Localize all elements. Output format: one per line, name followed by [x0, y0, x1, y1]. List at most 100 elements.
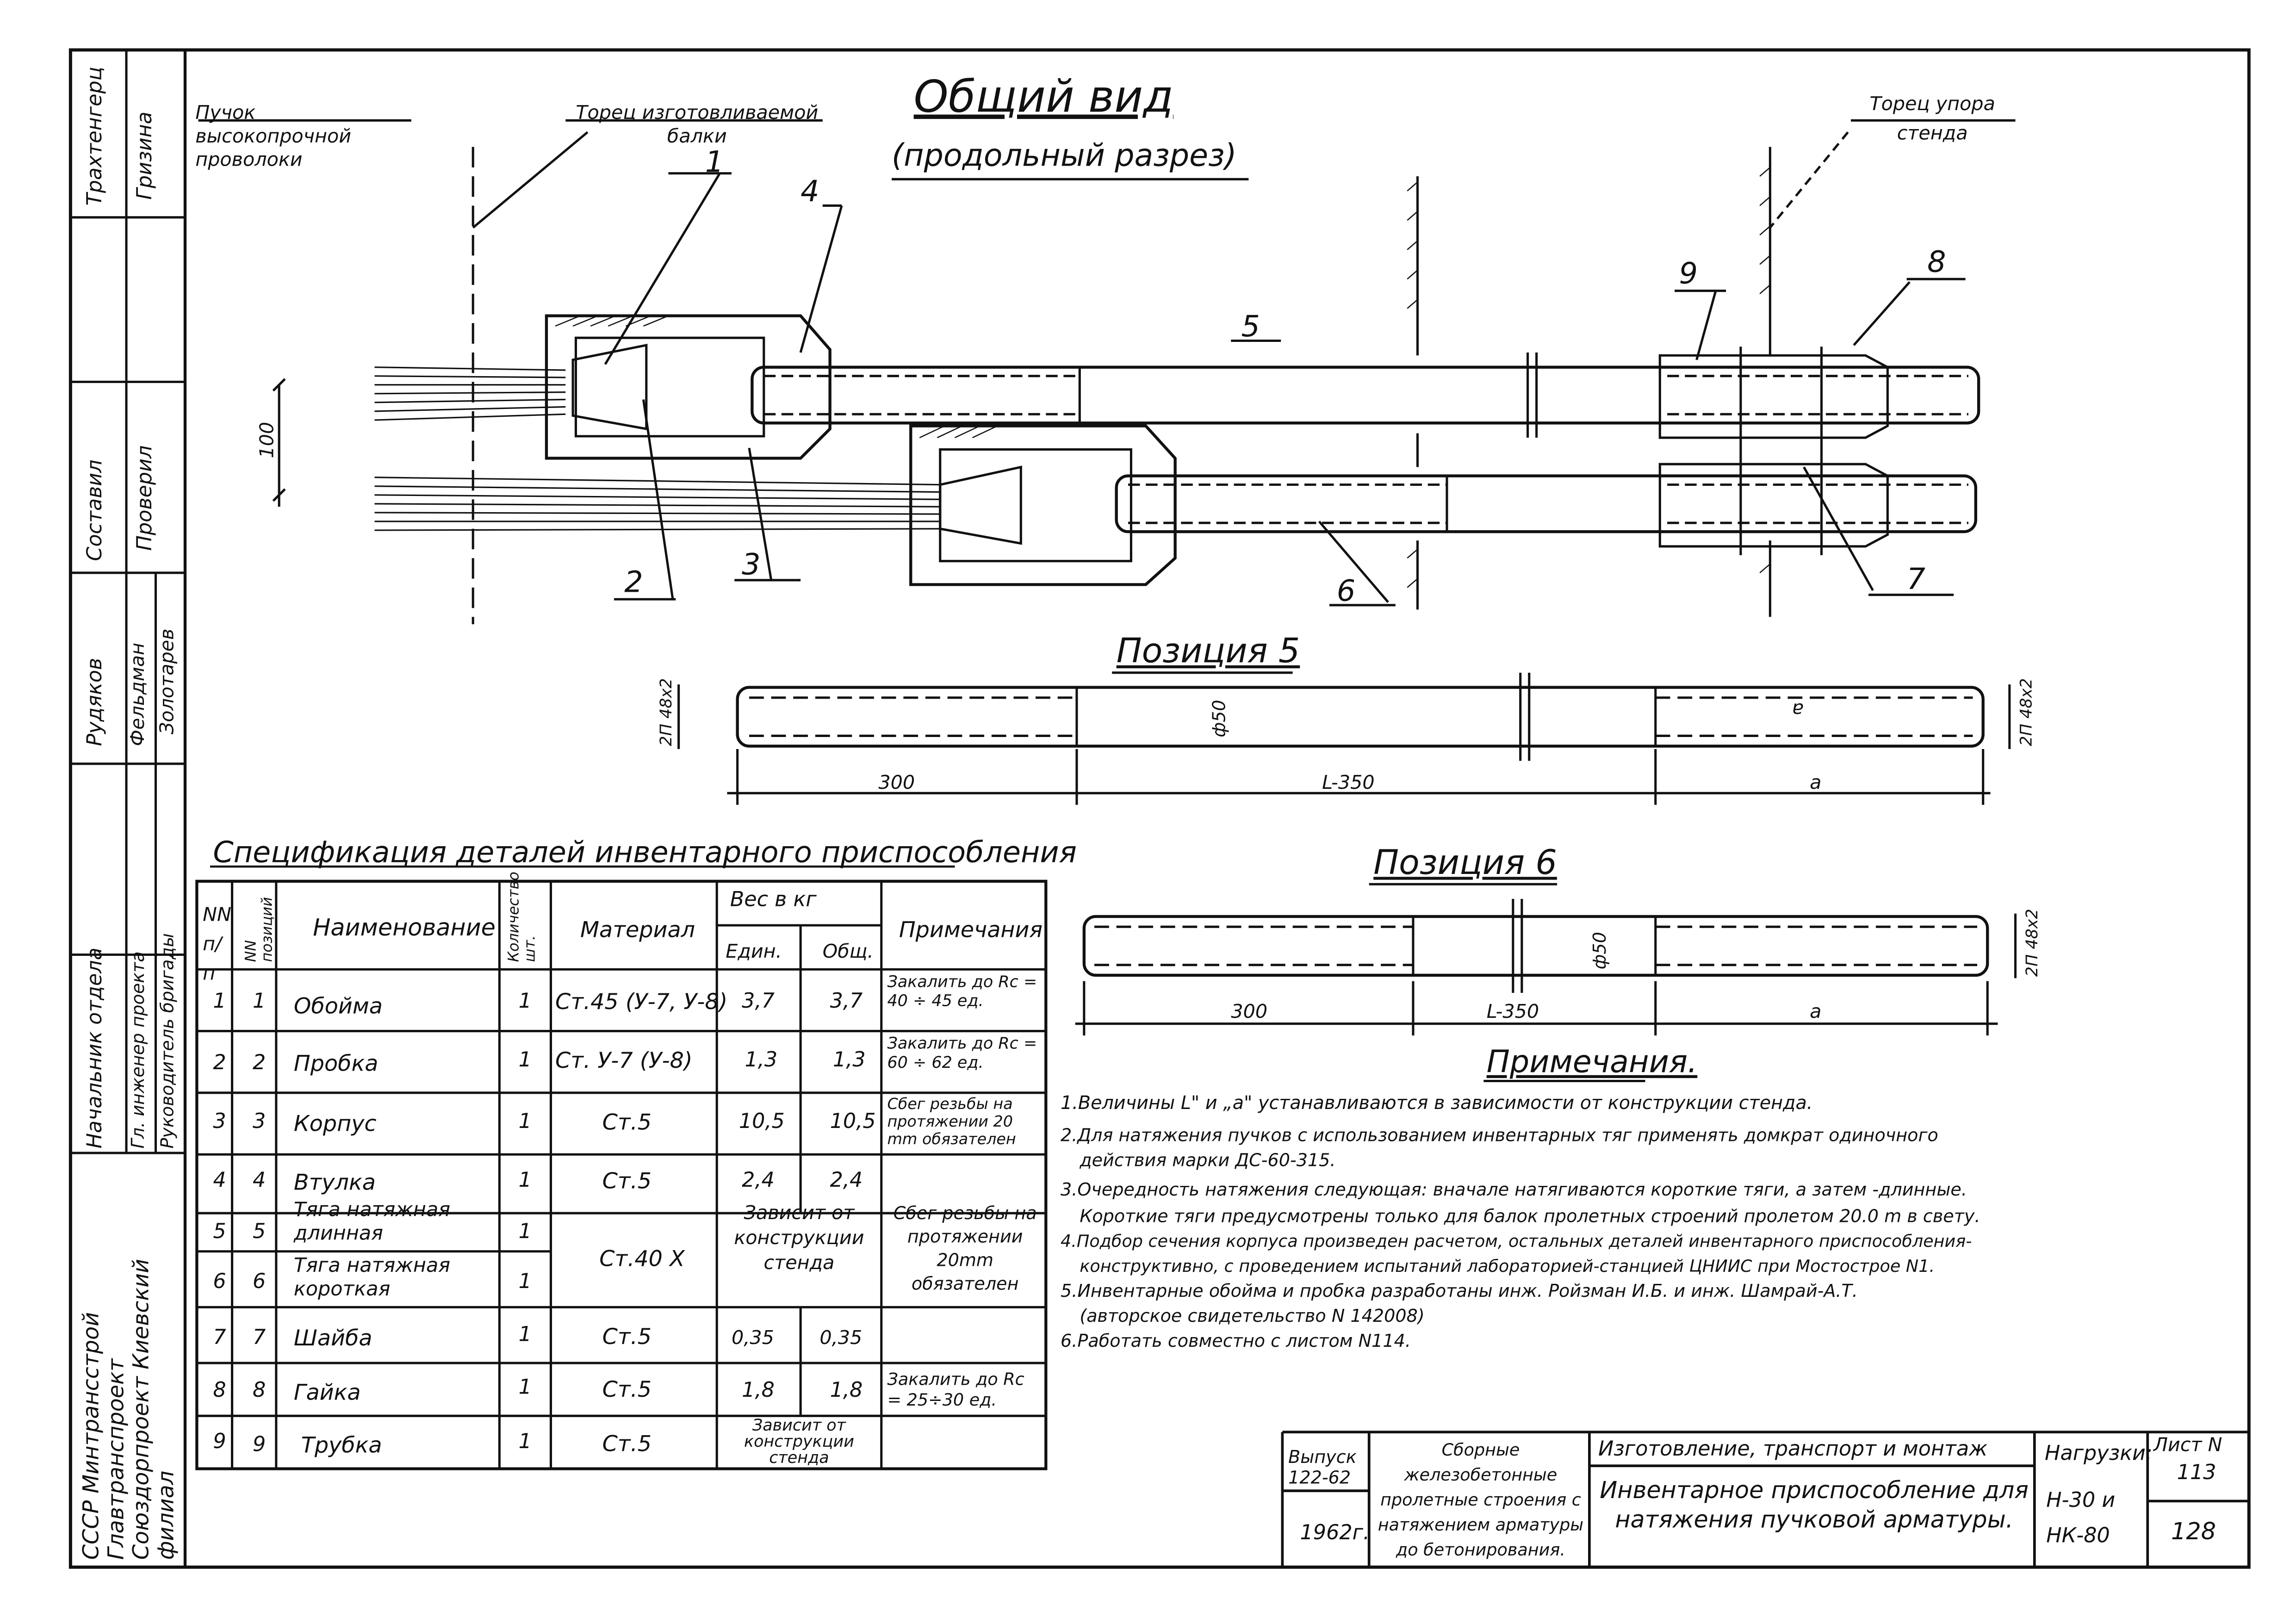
pos5-diameter: ф50	[1209, 700, 1230, 737]
th-unit: Един.	[726, 941, 782, 964]
pos5-title: Позиция 5	[1116, 633, 1300, 671]
th-total: Общ.	[822, 941, 874, 964]
note-4a: 4.Подбор сечения корпуса произведен расч…	[1061, 1231, 1972, 1251]
cell-nn: 8	[213, 1379, 226, 1403]
cell-pos: 2	[253, 1052, 266, 1075]
callout-7: 7	[1906, 561, 1926, 596]
cell-weight: Зависит от конструкции стенда	[744, 1416, 854, 1468]
cell-name: Шайба	[293, 1325, 372, 1351]
callout-8: 8	[1927, 243, 1946, 279]
role-proveril: Проверил	[133, 445, 157, 551]
cell-qty: 1	[518, 1220, 532, 1244]
pos6-dim-a: a	[1810, 1002, 1822, 1024]
cell-material: Ст.45 (У-7, У-8)	[555, 988, 728, 1015]
cell-pos: 8	[253, 1379, 266, 1403]
cell-qty: 1	[518, 1169, 532, 1193]
cell-name: Тяга натяжная короткая	[293, 1254, 451, 1301]
cell-material: Ст.5	[602, 1109, 652, 1135]
callout-2: 2	[624, 564, 643, 600]
spec-title: Спецификация деталей инвентарного приспо…	[213, 834, 1077, 870]
callout-4: 4	[800, 173, 819, 209]
th-name: Наименование	[313, 913, 496, 942]
cell-material: Ст.5	[602, 1431, 652, 1457]
cell-nn: 7	[213, 1326, 226, 1350]
cell-total: 10,5	[830, 1110, 876, 1134]
cell-unit: 10,5	[738, 1110, 785, 1134]
cell-pos: 6	[253, 1270, 266, 1294]
role-rukovod: Руководитель бригады	[157, 933, 178, 1149]
role-nachalnik: Начальник отдела	[83, 948, 107, 1149]
note-5b: (авторское свидетельство N 142008)	[1080, 1306, 1425, 1326]
dim-100: 100	[257, 421, 279, 458]
cell-pos: 1	[253, 990, 266, 1014]
cell-pos: 3	[253, 1110, 266, 1134]
cell-pos: 5	[253, 1220, 266, 1244]
cell-note: Закалить до Rc = 60 ÷ 62 ед.	[887, 1034, 1037, 1072]
cell-pos: 9	[253, 1433, 266, 1457]
notes-title: Примечания.	[1486, 1044, 1698, 1080]
label-stop-end: Торец упора стенда	[1869, 94, 1995, 146]
role-trakhtengerts: Трахтенгерц	[83, 67, 107, 206]
cell-unit: 3,7	[742, 990, 775, 1014]
cell-qty: 1	[518, 990, 532, 1014]
note-5a: 5.Инвентарные обойма и пробка разработан…	[1061, 1281, 1858, 1301]
cell-qty: 1	[518, 1376, 532, 1400]
label-beam-end: Торец изготовливаемой балки	[576, 103, 819, 149]
pos6-dim-300: 300	[1231, 1002, 1268, 1024]
role-gl-inzh: Гл. инженер проекта	[128, 951, 149, 1149]
cell-name: Пробка	[293, 1050, 379, 1077]
tb-sheet-no: 113	[2177, 1461, 2216, 1485]
cell-name: Втулка	[293, 1169, 376, 1196]
pos6-diameter: ф50	[1589, 932, 1610, 970]
cell-total: 1,8	[830, 1379, 863, 1403]
cell-qty: 1	[518, 1431, 532, 1454]
callout-3: 3	[742, 546, 761, 582]
cell-pos: 7	[253, 1326, 266, 1350]
cell-total: 1,3	[832, 1048, 866, 1072]
cell-nn: 2	[213, 1052, 226, 1075]
cell-name: Обойма	[293, 993, 383, 1020]
note-1: 1.Величины L" и „a" устанавливаются в за…	[1061, 1091, 1813, 1114]
cell-nn: 3	[213, 1110, 226, 1134]
th-weight: Вес в кг	[730, 888, 817, 912]
note-6: 6.Работать совместно с листом N114.	[1061, 1331, 1411, 1351]
cell-unit: 1,8	[742, 1379, 775, 1403]
pos5-thread-left: 2П 48х2	[657, 678, 676, 746]
cell-material: Ст.5	[602, 1323, 652, 1350]
org-label: СССР Минтрансстрой Главтранспроект Союзд…	[78, 1258, 180, 1560]
cell-unit: 0,35	[731, 1327, 774, 1350]
main-subtitle: (продольный разрез)	[891, 138, 1237, 173]
cell-name: Корпус	[293, 1110, 377, 1137]
cell-nn: 4	[213, 1169, 226, 1193]
role-rudyakov: Рудяков	[83, 657, 107, 746]
pos5-thread-right: 2П 48х2	[2017, 678, 2036, 746]
tb-drawing-title: Инвентарное приспособление для натяжения…	[1600, 1476, 2029, 1534]
note-3a: 3.Очередность натяжения следующая: внача…	[1061, 1179, 1967, 1200]
tb-year: 1962г.	[1300, 1521, 1370, 1545]
cell-total: 0,35	[819, 1327, 863, 1350]
tb-section: Изготовление, транспорт и монтаж	[1598, 1437, 1988, 1462]
cell-nn: 9	[213, 1431, 226, 1454]
cell-qty: 1	[518, 1323, 532, 1347]
cell-name: Гайка	[293, 1379, 361, 1406]
role-gryzina: Гризина	[133, 112, 157, 200]
pos5-dim-a: a	[1810, 772, 1822, 795]
pos5-mark-a: a	[1792, 697, 1804, 720]
cell-note: Закалить до Rc = 40 ÷ 45 ед.	[887, 972, 1037, 1011]
label-bundle: Пучок высокопрочной проволоки	[195, 103, 352, 172]
tb-series: Сборные железобетонные пролетные строени…	[1378, 1439, 1584, 1560]
pos5-dim-l: L-350	[1322, 772, 1375, 795]
cell-name: Тяга натяжная длинная	[293, 1198, 451, 1246]
cell-nn: 6	[213, 1270, 226, 1294]
tb-loads-label: Нагрузки:	[2045, 1442, 2153, 1466]
role-sostavil: Составил	[83, 459, 107, 561]
cell-qty: 1	[518, 1270, 532, 1294]
callout-1: 1	[705, 144, 724, 180]
tb-loads: Н-30 и НК-80	[2046, 1489, 2116, 1549]
cell-total: 2,4	[830, 1169, 863, 1193]
pos6-dim-l: L-350	[1486, 1002, 1539, 1024]
tb-issue: Выпуск 122-62	[1288, 1446, 1357, 1488]
cell-material-merged: Ст.40 Х	[599, 1245, 685, 1272]
